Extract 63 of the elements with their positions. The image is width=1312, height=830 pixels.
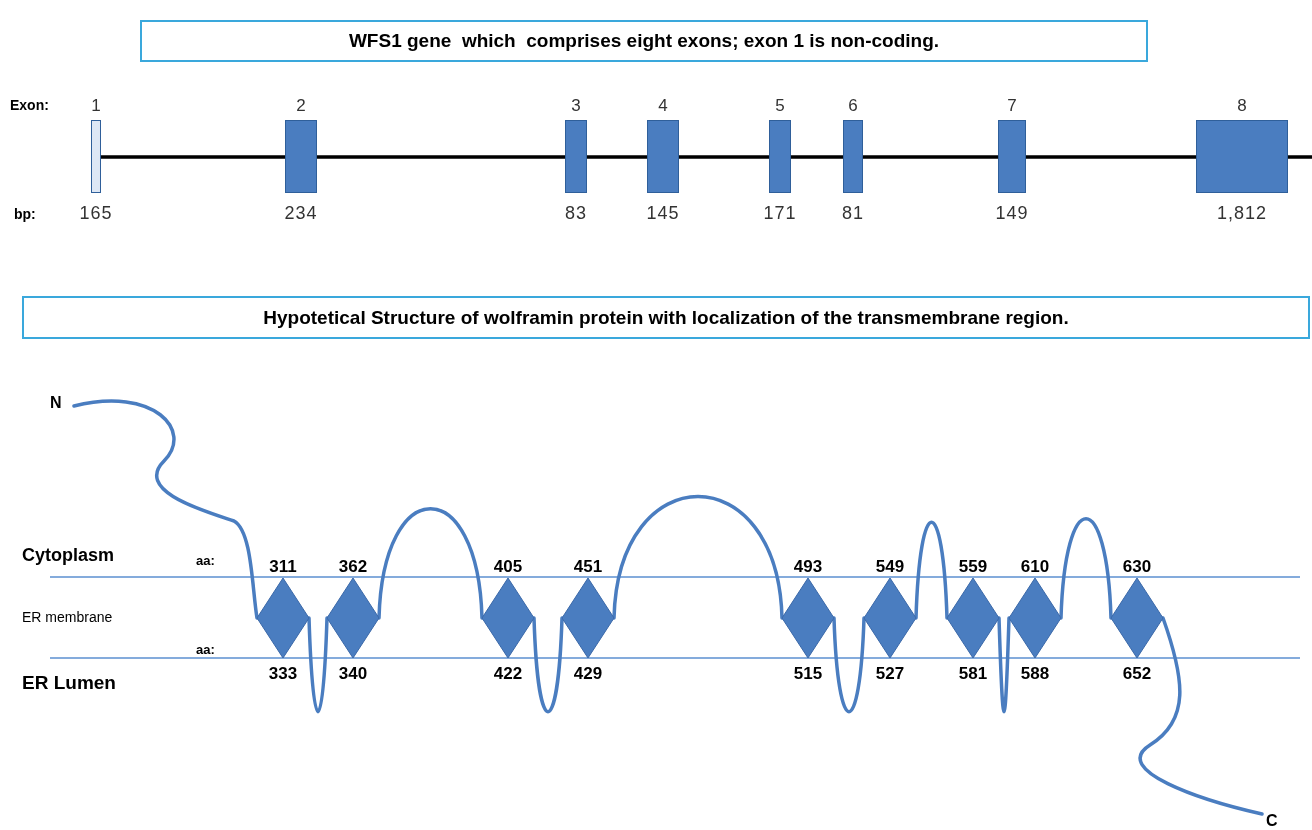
base-pair-count: 171 [763, 203, 797, 224]
terminus-label: N [50, 394, 62, 412]
region-label: ER membrane [22, 609, 113, 625]
region-label: aa: [196, 642, 215, 657]
polypeptide-chain [377, 506, 484, 620]
title-banner: Hypotetical Structure of wolframin protein with localization of the transmembrane region. [22, 296, 1310, 339]
intron-line [861, 155, 1000, 159]
residue-number: 340 [338, 664, 368, 684]
intron-line [1286, 155, 1312, 159]
intron-line [99, 155, 287, 159]
residue-number: 333 [268, 664, 298, 684]
exon-number: 7 [1007, 96, 1017, 116]
exon-number: 1 [91, 96, 101, 116]
base-pair-count: 83 [565, 203, 587, 224]
polypeptide-chain [612, 494, 784, 620]
polypeptide-chain [532, 616, 564, 714]
region-label: bp: [14, 206, 36, 222]
residue-number: 559 [958, 557, 988, 577]
intron-line [585, 155, 649, 159]
residue-number: 451 [573, 557, 603, 577]
residue-number: 429 [573, 664, 603, 684]
residue-number: 630 [1122, 557, 1152, 577]
residue-number: 362 [338, 557, 368, 577]
residue-number: 652 [1122, 664, 1152, 684]
intron-line [1024, 155, 1198, 159]
base-pair-count: 1,812 [1217, 203, 1267, 224]
residue-number: 311 [269, 557, 297, 577]
residue-number: 527 [875, 664, 905, 684]
residue-number: 581 [958, 664, 988, 684]
exon-number: 5 [775, 96, 785, 116]
residue-number: 610 [1020, 557, 1050, 577]
exon-number: 2 [296, 96, 306, 116]
region-label: Exon: [10, 97, 49, 113]
intron-line [789, 155, 845, 159]
region-label: Cytoplasm [22, 545, 115, 566]
base-pair-count: 145 [646, 203, 680, 224]
residue-number: 588 [1020, 664, 1050, 684]
residue-number: 493 [793, 557, 823, 577]
polypeptide-chain [832, 616, 866, 714]
terminus-label: C [1266, 812, 1278, 830]
base-pair-count: 149 [995, 203, 1029, 224]
polypeptide-chain [307, 616, 329, 714]
base-pair-count: 81 [842, 203, 864, 224]
title-banner: WFS1 gene which comprises eight exons; exon 1 is non-coding. [140, 20, 1148, 62]
residue-number: 405 [493, 557, 523, 577]
intron-line [677, 155, 771, 159]
base-pair-count: 234 [284, 203, 318, 224]
base-pair-count: 165 [79, 203, 113, 224]
exon-number: 3 [571, 96, 581, 116]
residue-number: 422 [493, 664, 523, 684]
intron-line [315, 155, 567, 159]
exon-number: 8 [1237, 96, 1247, 116]
region-label: ER Lumen [22, 672, 116, 694]
residue-number: 515 [793, 664, 823, 684]
exon-number: 6 [848, 96, 858, 116]
exon-number: 4 [658, 96, 668, 116]
polypeptide-chain [1059, 516, 1113, 620]
residue-number: 549 [875, 557, 905, 577]
polypeptide-chain [914, 520, 949, 620]
polypeptide-chain [997, 616, 1011, 714]
region-label: aa: [196, 553, 215, 568]
polypeptide-chain [72, 399, 259, 620]
polypeptide-chain [1138, 616, 1264, 816]
